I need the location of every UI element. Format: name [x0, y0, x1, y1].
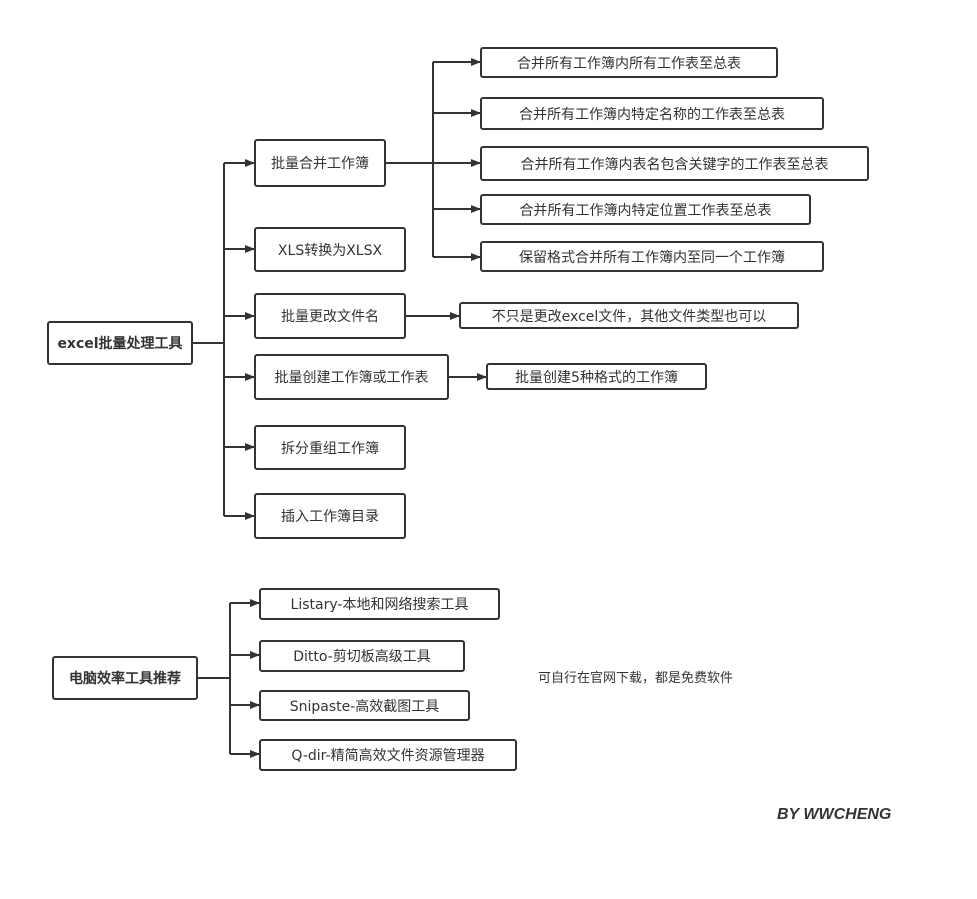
branch-create-workbooks: 批量创建工作簿或工作表: [254, 354, 449, 400]
branch-xls-to-xlsx: XLS转换为XLSX: [254, 227, 406, 272]
efficiency-tools-root-node: 电脑效率工具推荐: [52, 656, 198, 700]
author-credit: BY WWCHENG: [777, 806, 892, 823]
tool-ditto: Ditto-剪切板高级工具: [259, 640, 465, 672]
excel-tools-root-node: excel批量处理工具: [47, 321, 193, 365]
download-note: 可自行在官网下载，都是免费软件: [538, 671, 734, 686]
merge-child-3: 合并所有工作簿内表名包含关键字的工作表至总表: [480, 146, 869, 181]
create-child: 批量创建5种格式的工作簿: [486, 363, 707, 390]
tool-snipaste: Snipaste-高效截图工具: [259, 690, 470, 721]
branch-rename-files: 批量更改文件名: [254, 293, 406, 339]
rename-child: 不只是更改excel文件，其他文件类型也可以: [459, 302, 799, 329]
branch-insert-toc: 插入工作簿目录: [254, 493, 406, 539]
merge-child-5: 保留格式合并所有工作簿内至同一个工作簿: [480, 241, 824, 272]
merge-child-2: 合并所有工作簿内特定名称的工作表至总表: [480, 97, 824, 130]
merge-child-1: 合并所有工作簿内所有工作表至总表: [480, 47, 778, 78]
branch-merge-workbooks: 批量合并工作簿: [254, 139, 386, 187]
merge-child-4: 合并所有工作簿内特定位置工作表至总表: [480, 194, 811, 225]
branch-split-workbooks: 拆分重组工作簿: [254, 425, 406, 470]
tool-listary: Listary-本地和网络搜索工具: [259, 588, 500, 620]
tool-qdir: Q-dir-精简高效文件资源管理器: [259, 739, 517, 771]
